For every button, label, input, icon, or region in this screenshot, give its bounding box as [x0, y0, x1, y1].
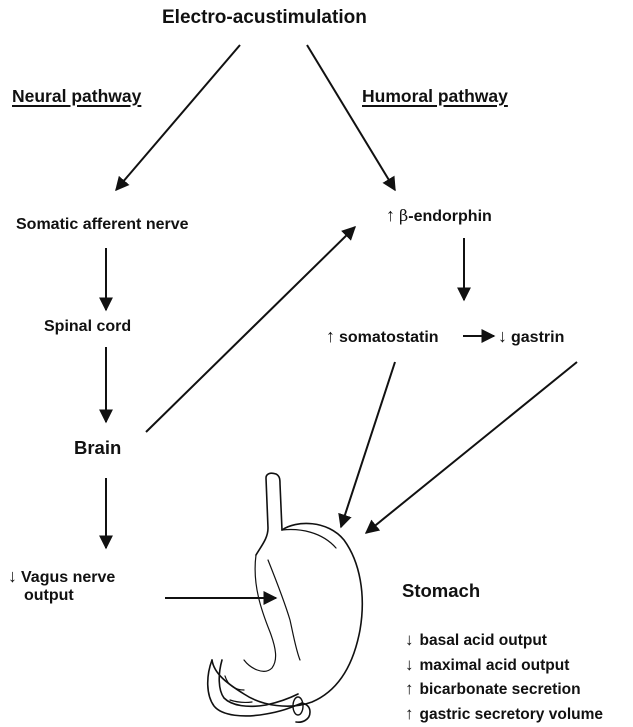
neural-pathway-label: Neural pathway [12, 86, 141, 106]
effect-item: ↑bicarbonate secretion [405, 677, 603, 702]
beta-endorphin-label: ↑β-endorphin [386, 205, 492, 226]
up-arrow-icon: ↑ [405, 679, 414, 698]
up-arrow-icon: ↑ [326, 326, 335, 346]
stomach-effects-list: ↓basal acid output ↓maximal acid output … [405, 628, 603, 726]
arrow-gastrin-to-stomach [366, 362, 577, 533]
diagram-title: Electro-acustimulation [162, 7, 367, 29]
up-arrow-icon: ↑ [386, 205, 395, 225]
somatostatin-text: somatostatin [339, 329, 439, 346]
vagus-line-1: Vagus nerve [21, 569, 115, 586]
vagus-line-2: output [8, 587, 115, 605]
arrow-brain-to-endorphin [146, 227, 355, 432]
gastrin-text: gastrin [511, 329, 564, 346]
beta-symbol: β [399, 206, 408, 225]
effect-item: ↑gastric secretory volume [405, 702, 603, 727]
stomach-label: Stomach [402, 580, 480, 601]
brain-label: Brain [74, 437, 121, 458]
down-arrow-icon: ↓ [8, 566, 17, 586]
down-arrow-icon: ↓ [405, 655, 414, 674]
gastrin-label: ↓gastrin [498, 326, 564, 347]
up-arrow-icon: ↑ [405, 704, 414, 723]
effect-item: ↓basal acid output [405, 628, 603, 653]
arrow-title-to-somatic [116, 45, 240, 190]
down-arrow-icon: ↓ [498, 326, 507, 346]
arrow-somatostatin-to-stomach [341, 362, 395, 527]
vagus-nerve-output-label: ↓Vagus nerve output [8, 566, 115, 606]
humoral-pathway-label: Humoral pathway [362, 86, 508, 106]
endorphin-text: -endorphin [408, 208, 492, 225]
somatic-afferent-nerve-label: Somatic afferent nerve [16, 216, 189, 234]
down-arrow-icon: ↓ [405, 630, 414, 649]
spinal-cord-label: Spinal cord [44, 318, 131, 336]
effect-item: ↓maximal acid output [405, 653, 603, 678]
somatostatin-label: ↑somatostatin [326, 326, 439, 347]
arrow-title-to-endorphin [307, 45, 395, 190]
